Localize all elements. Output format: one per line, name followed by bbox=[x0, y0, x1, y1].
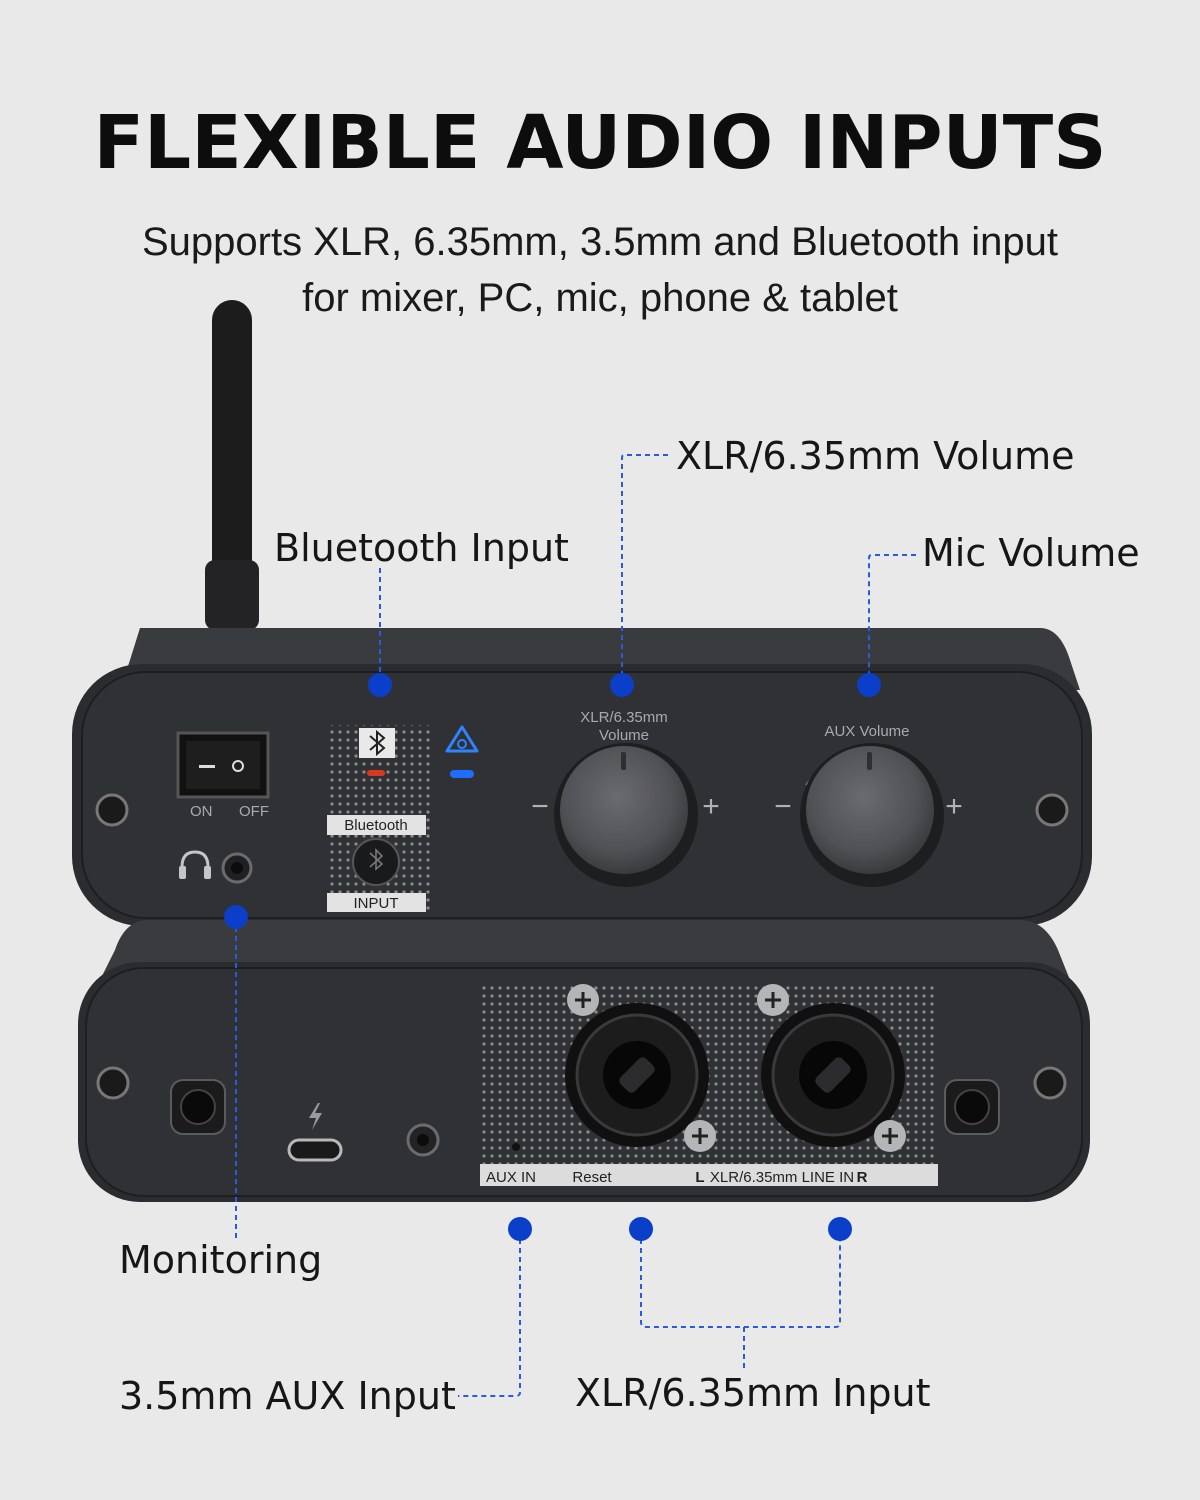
callout-leaders bbox=[235, 454, 916, 1397]
callout-dot-monitoring bbox=[224, 905, 248, 929]
callout-dots bbox=[224, 673, 881, 1241]
input-label: INPUT bbox=[354, 895, 399, 912]
switch-on-label: ON bbox=[190, 803, 213, 820]
reset-label: Reset bbox=[572, 1169, 612, 1186]
usb-c-port[interactable] bbox=[287, 1138, 343, 1162]
page-title: FLEXIBLE AUDIO INPUTS bbox=[93, 100, 1107, 186]
bluetooth-input-button[interactable] bbox=[352, 838, 400, 886]
front-unit: ON OFF Bluetooth INPUT XLR/6.35mm bbox=[72, 628, 1092, 926]
callout-xlr-input: XLR/6.35mm Input bbox=[575, 1371, 931, 1415]
status-led-red bbox=[367, 770, 385, 776]
callout-dot-aux-input bbox=[508, 1217, 532, 1241]
callout-mic-volume: Mic Volume bbox=[922, 531, 1140, 575]
xlr-combo-jack-right[interactable] bbox=[761, 1003, 905, 1147]
callout-xlr-volume: XLR/6.35mm Volume bbox=[676, 434, 1075, 478]
callout-dot-mic-volume bbox=[857, 673, 881, 697]
xlr-volume-knob[interactable] bbox=[554, 743, 698, 887]
line-in-label: XLR/6.35mm LINE IN bbox=[710, 1169, 854, 1186]
right-label: R bbox=[857, 1169, 868, 1186]
reset-pinhole[interactable] bbox=[512, 1143, 520, 1151]
switch-off-label: OFF bbox=[239, 803, 269, 820]
knob1-label-line1: XLR/6.35mm bbox=[580, 709, 668, 726]
screw-icon bbox=[96, 1066, 130, 1100]
knob1-label-line2: Volume bbox=[599, 727, 649, 744]
knob2-plus: + bbox=[945, 790, 963, 823]
screw-icon bbox=[1033, 1066, 1067, 1100]
knob2-label: AUX Volume bbox=[824, 723, 909, 740]
subtitle-line-2: for mixer, PC, mic, phone & tablet bbox=[302, 276, 898, 320]
callout-dot-xlr-input-left bbox=[629, 1217, 653, 1241]
headphone-icon bbox=[179, 850, 211, 879]
screw-icon bbox=[1035, 793, 1069, 827]
subtitle-line-1: Supports XLR, 6.35mm, 3.5mm and Bluetoot… bbox=[141, 220, 1059, 264]
knob1-minus: − bbox=[531, 790, 549, 823]
jack-left[interactable] bbox=[170, 1079, 226, 1135]
knob1-plus: + bbox=[702, 790, 720, 823]
callout-bluetooth-input: Bluetooth Input bbox=[274, 526, 569, 570]
jack-right[interactable] bbox=[944, 1079, 1000, 1135]
aux-in-label: AUX IN bbox=[486, 1169, 536, 1186]
screw-icon bbox=[95, 793, 129, 827]
status-led-blue bbox=[450, 770, 474, 778]
knob2-minus: − bbox=[774, 790, 792, 823]
power-switch[interactable] bbox=[176, 731, 270, 799]
xlr-combo-jack-left[interactable] bbox=[565, 1003, 709, 1147]
callout-dot-xlr-input-right bbox=[828, 1217, 852, 1241]
brand-logo-icon bbox=[445, 725, 479, 753]
callout-aux-input: 3.5mm AUX Input bbox=[119, 1374, 456, 1418]
callout-dot-bluetooth bbox=[368, 673, 392, 697]
rear-unit: AUX IN Reset L XLR/6.35mm LINE IN R bbox=[78, 920, 1090, 1202]
page-subtitle: Supports XLR, 6.35mm, 3.5mm and Bluetoot… bbox=[0, 214, 1200, 326]
aux-volume-knob[interactable] bbox=[800, 743, 944, 887]
callout-dot-xlr-volume bbox=[610, 673, 634, 697]
left-label: L bbox=[695, 1169, 704, 1186]
antenna bbox=[205, 300, 259, 630]
power-bolt-icon bbox=[309, 1103, 322, 1130]
bluetooth-label: Bluetooth bbox=[344, 817, 407, 834]
callout-monitoring: Monitoring bbox=[119, 1238, 323, 1282]
